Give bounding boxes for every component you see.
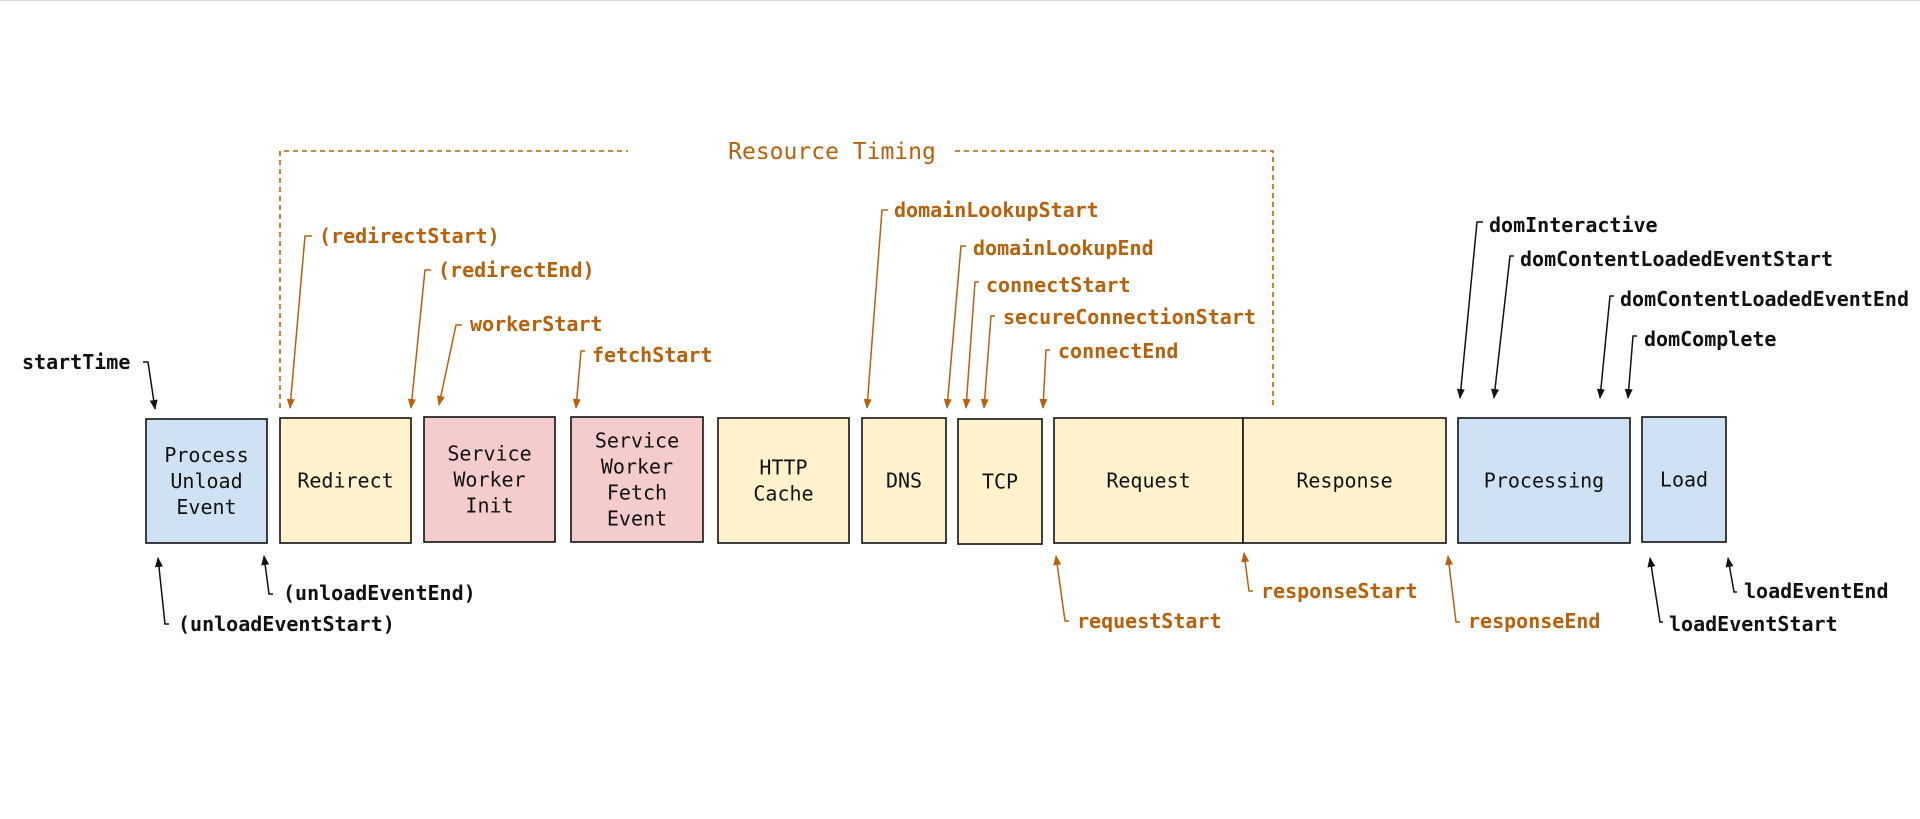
arrow-starttime: [143, 361, 158, 410]
arrow-domcontentloadedeventstart: [1491, 255, 1514, 399]
label-dominteractive: domInteractive: [1489, 213, 1658, 237]
arrow-domainlookupend: [943, 245, 966, 409]
box-request-label: Request: [1106, 469, 1190, 493]
top-border: [0, 0, 1920, 1]
arrow-dominteractive: [1456, 221, 1483, 399]
arrow-redirectend: [407, 269, 431, 409]
box-service-worker-init-label: Worker: [453, 468, 525, 492]
box-process-unload-event: [145, 418, 268, 544]
arrow-workerstart: [436, 324, 462, 406]
label-connectend: connectEnd: [1058, 339, 1178, 363]
box-redirect-label: Redirect: [297, 469, 393, 493]
label-connectstart: connectStart: [986, 273, 1131, 297]
label-responseend: responseEnd: [1468, 609, 1600, 633]
label-unloadeventstart: (unloadEventStart): [178, 612, 395, 636]
label-domcontentloadedeventend: domContentLoadedEventEnd: [1620, 287, 1909, 311]
box-tcp-label: TCP: [982, 470, 1018, 494]
label-domainlookupend: domainLookupEnd: [973, 236, 1154, 260]
arrow-connectend: [1039, 349, 1050, 409]
label-unloadeventend: (unloadEventEnd): [283, 581, 476, 605]
arrow-unloadeventstart: [154, 557, 169, 625]
box-dns-label: DNS: [886, 469, 922, 493]
resource-timing-bracket: Resource Timing: [279, 139, 1274, 408]
label-workerstart: workerStart: [470, 312, 602, 336]
box-service-worker-init-label: Init: [465, 494, 513, 518]
box-service-worker-fetch-event-label: Worker: [601, 455, 673, 479]
arrow-secureconnectionstart: [980, 315, 995, 409]
label-loadeventend: loadEventEnd: [1744, 579, 1889, 603]
box-tcp: [957, 418, 1043, 545]
arrow-domainlookupstart: [863, 209, 888, 409]
box-http-cache-label: HTTP: [759, 456, 807, 480]
label-responsestart: responseStart: [1261, 579, 1418, 603]
label-redirectstart: (redirectStart): [319, 224, 500, 248]
timing-markers: startTime (unloadEventStart) (unloadEven…: [22, 198, 1909, 636]
label-requeststart: requestStart: [1077, 609, 1222, 633]
phase-boxes: ProcessUnloadEventRedirectServiceWorkerI…: [145, 416, 1727, 545]
resource-timing-title: Resource Timing: [728, 139, 936, 165]
box-http-cache: [717, 417, 850, 544]
box-response: [1242, 417, 1447, 544]
arrow-loadeventstart: [1647, 557, 1663, 623]
arrow-domcontentloadedeventend: [1596, 295, 1614, 399]
box-response-label: Response: [1296, 469, 1392, 493]
box-processing-label: Processing: [1484, 469, 1604, 493]
box-processing: [1457, 417, 1631, 544]
box-request: [1053, 417, 1244, 544]
box-redirect: [279, 417, 412, 544]
label-fetchstart: fetchStart: [592, 343, 712, 367]
box-service-worker-fetch-event: [570, 416, 704, 543]
label-redirectend: (redirectEnd): [438, 258, 595, 282]
box-process-unload-event-label: Process: [164, 443, 248, 467]
box-service-worker-init: [423, 416, 556, 543]
box-service-worker-fetch-event-label: Event: [607, 507, 667, 531]
arrow-redirectstart: [286, 235, 312, 409]
arrow-loadeventend: [1725, 557, 1737, 593]
label-domainlookupstart: domainLookupStart: [894, 198, 1099, 222]
box-service-worker-init-label: Service: [447, 442, 531, 466]
label-domcontentloadedeventstart: domContentLoadedEventStart: [1520, 247, 1833, 271]
box-load: [1641, 416, 1727, 543]
box-process-unload-event-label: Unload: [170, 469, 242, 493]
box-process-unload-event-label: Event: [176, 495, 236, 519]
box-dns: [861, 417, 947, 544]
arrow-fetchstart: [572, 350, 585, 409]
arrow-domcomplete: [1624, 335, 1637, 399]
label-domcomplete: domComplete: [1644, 327, 1776, 351]
arrow-requeststart: [1053, 555, 1069, 622]
box-service-worker-fetch-event-label: Fetch: [607, 481, 667, 505]
label-secureconnectionstart: secureConnectionStart: [1003, 305, 1256, 329]
label-loadeventstart: loadEventStart: [1669, 612, 1838, 636]
box-load-label: Load: [1660, 468, 1708, 492]
box-http-cache-label: Cache: [753, 482, 813, 506]
arrow-connectstart: [962, 281, 979, 409]
label-starttime: startTime: [22, 350, 130, 374]
arrow-responsestart: [1241, 552, 1253, 592]
arrow-unloadeventend: [261, 555, 273, 595]
box-service-worker-fetch-event-label: Service: [595, 429, 679, 453]
arrow-responseend: [1445, 555, 1460, 623]
